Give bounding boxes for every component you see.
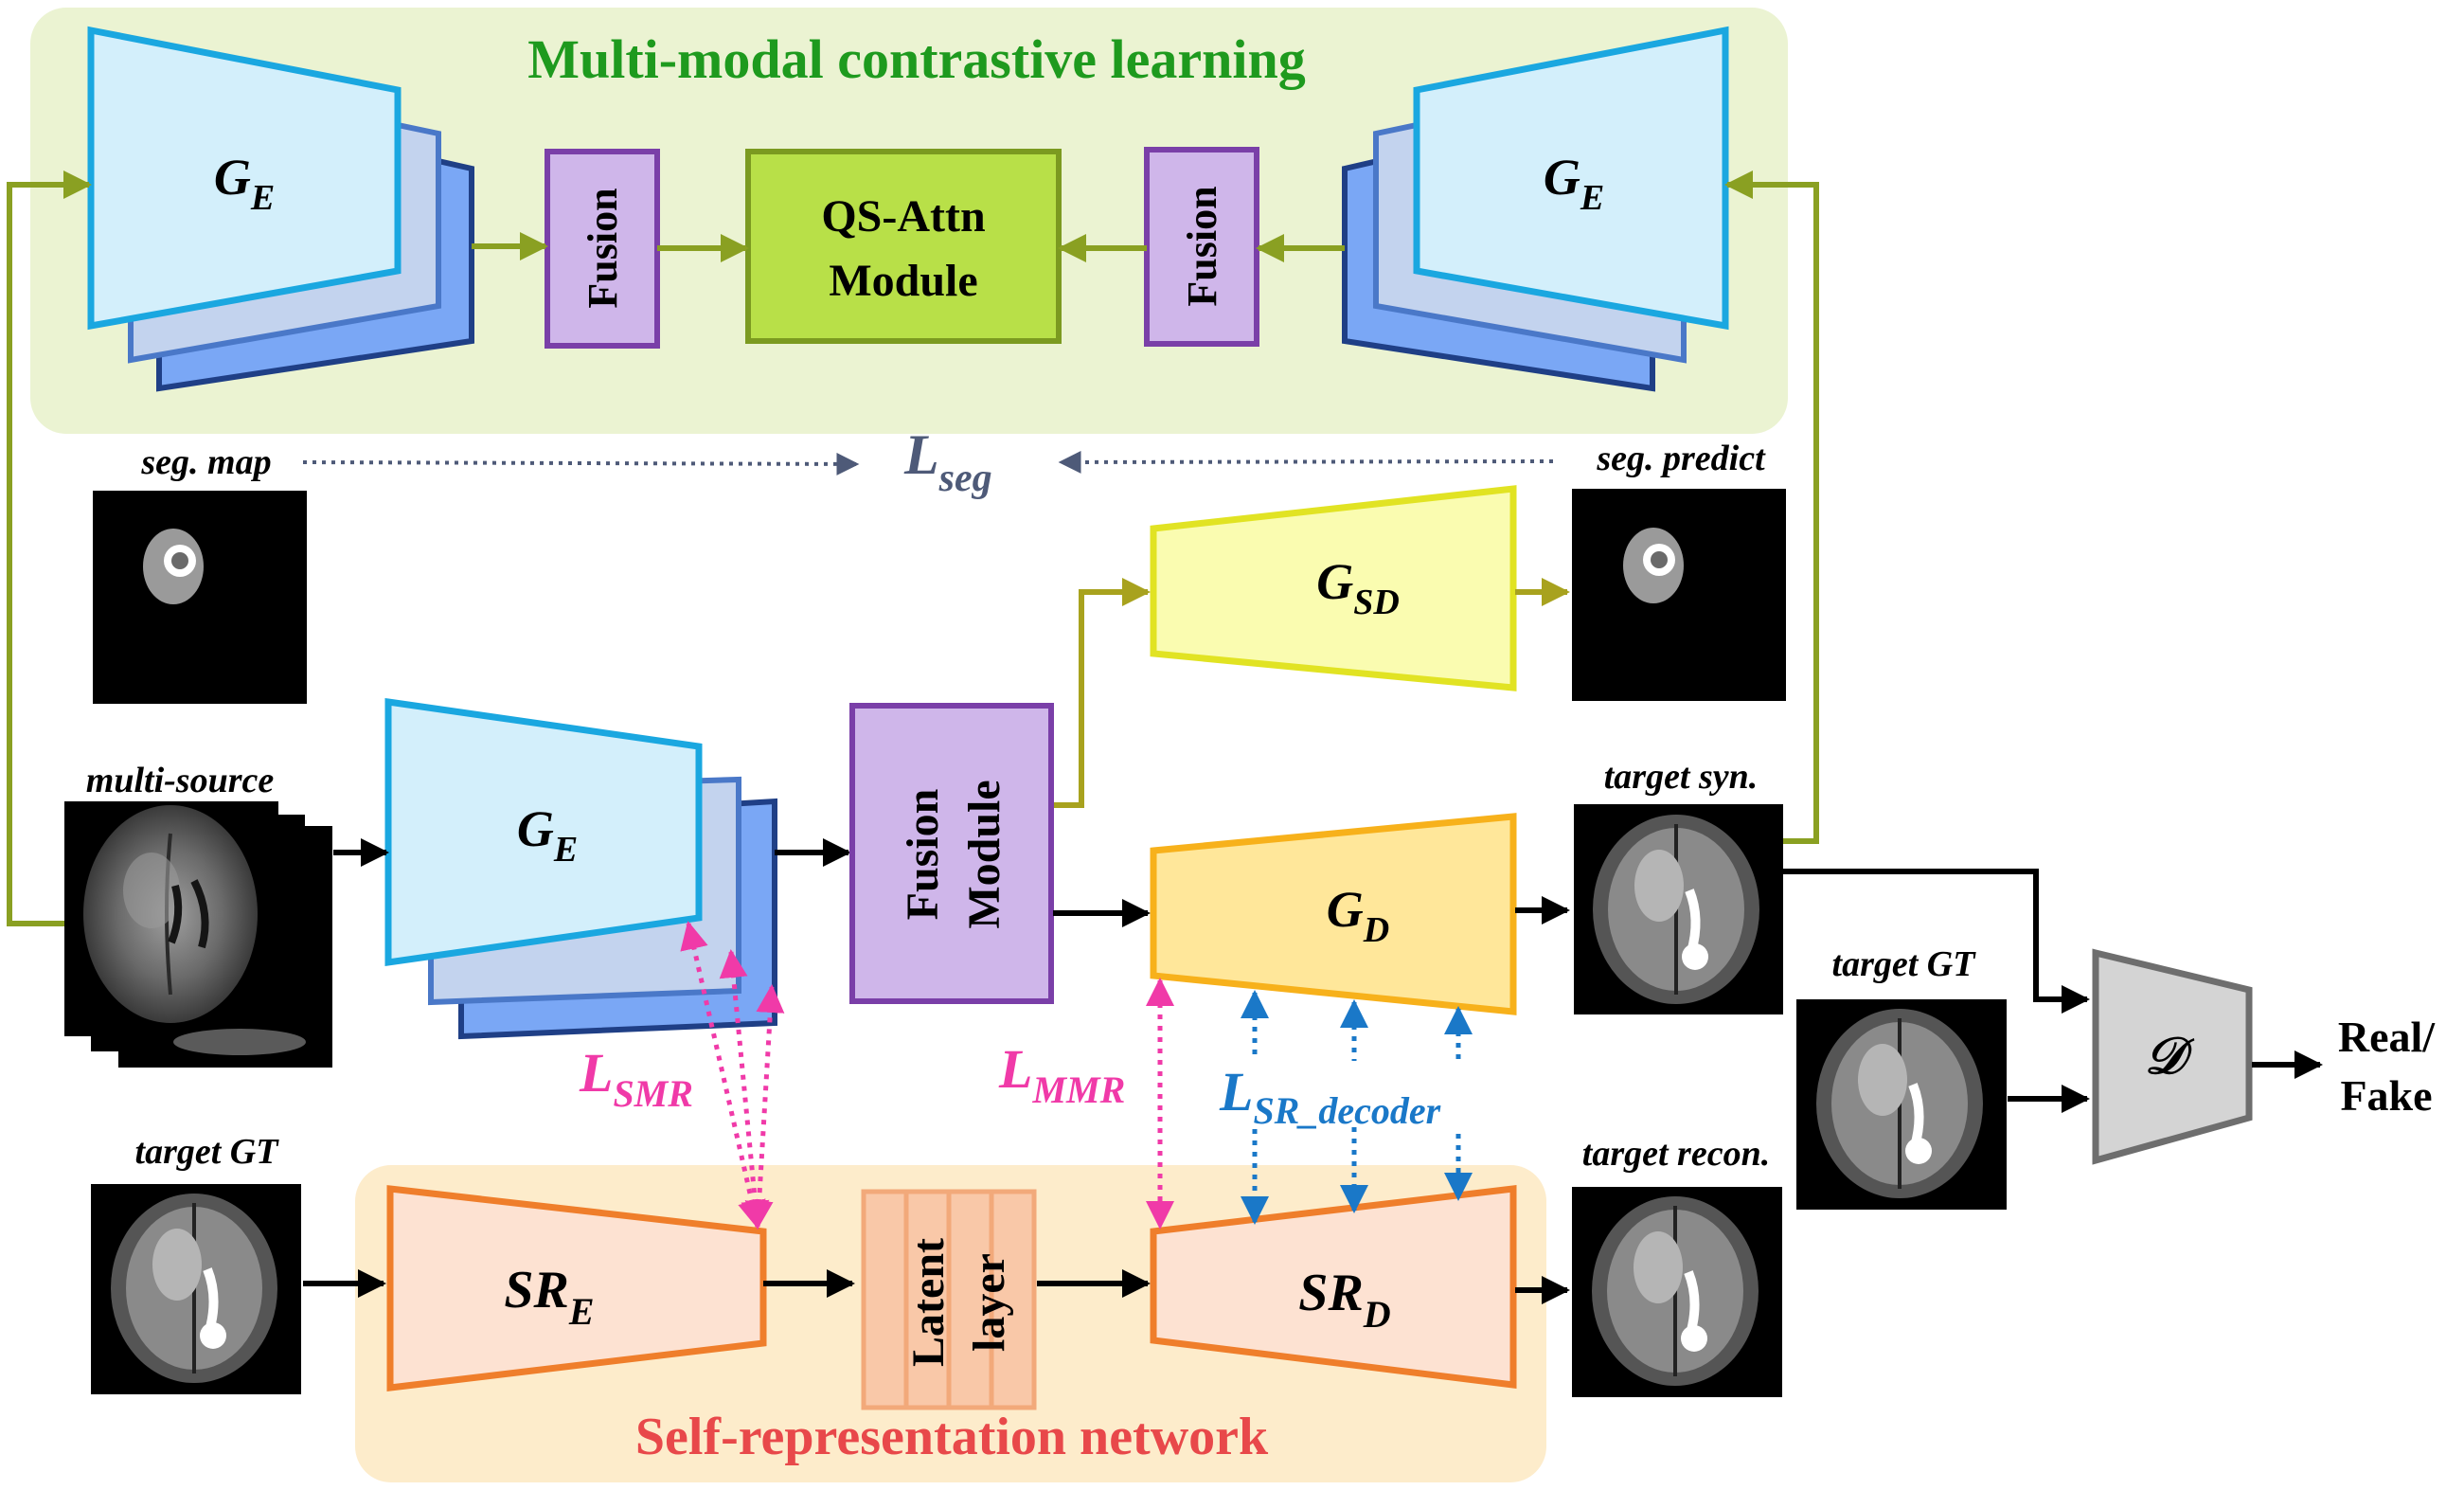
target-gt-left-label: target GT bbox=[135, 1132, 280, 1172]
fusion-box-left: Fusion bbox=[545, 149, 660, 349]
target-gt-right-label: target GT bbox=[1832, 944, 1977, 984]
seg-loss-arrow-left bbox=[302, 452, 860, 476]
seg-predict-label: seg. predict bbox=[1596, 439, 1766, 478]
smr-loss-arrows bbox=[680, 921, 785, 1230]
contrastive-encoder-left: GE bbox=[87, 26, 474, 392]
multi-source-image-stack bbox=[64, 801, 332, 1068]
smr-loss-label: LSMR bbox=[579, 1042, 693, 1115]
fusion-to-seg-decoder-arrow bbox=[1053, 578, 1151, 808]
svg-text:Fusion: Fusion bbox=[1179, 186, 1225, 306]
encoder-label: GE bbox=[214, 149, 275, 218]
seg-loss-label: Lseg bbox=[903, 423, 992, 500]
contrastive-arrows bbox=[7, 171, 1819, 926]
svg-text:Fusion: Fusion bbox=[898, 789, 948, 921]
contrastive-encoder-right: GE bbox=[1342, 26, 1729, 392]
target-syn-image bbox=[1574, 804, 1783, 1014]
discriminator: 𝒟 bbox=[2092, 948, 2253, 1165]
sr-decoder-loss-label: LSR_decoder bbox=[1219, 1061, 1441, 1132]
target-recon-image bbox=[1572, 1187, 1782, 1397]
target-syn-label: target syn. bbox=[1604, 757, 1759, 797]
segmentation-decoder: GSD bbox=[1150, 485, 1517, 691]
seg-loss-arrow-right bbox=[1058, 450, 1554, 474]
svg-text:Module: Module bbox=[959, 780, 1009, 928]
latent-layer: Latent layer bbox=[861, 1189, 1037, 1410]
target-recon-label: target recon. bbox=[1582, 1134, 1770, 1174]
svg-text:GD: GD bbox=[1327, 881, 1389, 950]
contrastive-title: Multi-modal contrastive learning bbox=[527, 28, 1306, 90]
real-fake-line2: Fake bbox=[2340, 1071, 2432, 1120]
target-gt-left-image bbox=[91, 1184, 301, 1394]
main-decoder: GD bbox=[1150, 813, 1517, 1015]
svg-text:layer: layer bbox=[964, 1253, 1014, 1352]
mmr-loss-label: LMMR bbox=[998, 1038, 1125, 1111]
seg-map-label: seg. map bbox=[140, 442, 271, 482]
real-fake-line1: Real/ bbox=[2338, 1013, 2436, 1061]
svg-text:Module: Module bbox=[829, 256, 977, 306]
svg-text:GSD: GSD bbox=[1316, 553, 1400, 622]
fusion-box-right: Fusion bbox=[1144, 147, 1259, 347]
encoder-label: GE bbox=[1544, 149, 1604, 218]
sr-decoder: SRD bbox=[1150, 1185, 1517, 1389]
qs-attn-module: QS-Attn Module bbox=[745, 149, 1062, 344]
svg-text:SRD: SRD bbox=[1298, 1264, 1390, 1336]
target-syn-to-discriminator-arrow bbox=[1783, 869, 2090, 1014]
sr-decoder-loss-label-bg bbox=[1222, 1061, 1515, 1127]
multi-source-label: multi-source bbox=[86, 761, 275, 800]
self-representation-title: Self-representation network bbox=[635, 1408, 1269, 1466]
target-gt-right-image bbox=[1796, 999, 2007, 1210]
svg-text:SRE: SRE bbox=[504, 1261, 594, 1333]
svg-text:GE: GE bbox=[517, 800, 578, 870]
svg-text:Fusion: Fusion bbox=[580, 188, 626, 308]
sr-encoder: SRE bbox=[386, 1185, 767, 1391]
fusion-module: Fusion Module bbox=[849, 703, 1054, 1004]
svg-text:Latent: Latent bbox=[903, 1238, 954, 1367]
main-encoder: GE bbox=[384, 697, 777, 1040]
seg-map-image bbox=[93, 491, 307, 704]
seg-predict-image bbox=[1572, 489, 1786, 701]
svg-text:QS-Attn: QS-Attn bbox=[821, 191, 985, 242]
